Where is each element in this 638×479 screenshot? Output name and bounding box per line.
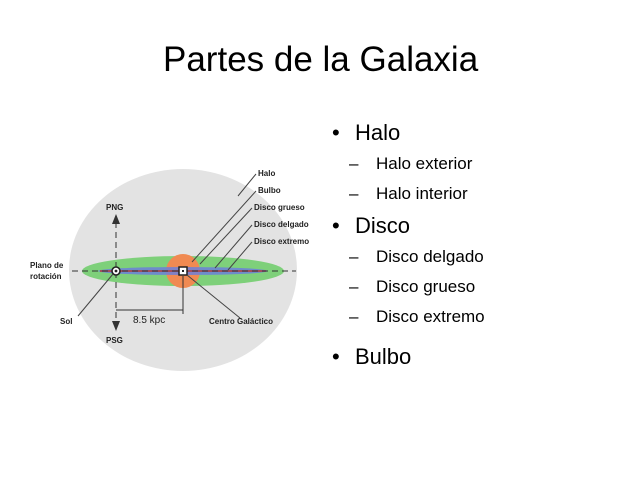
leader-halo (237, 173, 257, 197)
label-psg: PSG (106, 336, 123, 345)
bullet-list: Halo Halo exterior Halo interior Disco D… (332, 116, 485, 373)
leader-sol (77, 273, 114, 317)
leader-disco-extremo (227, 241, 253, 271)
label-plano-2: rotación (30, 272, 62, 281)
label-png: PNG (106, 203, 123, 212)
label-distance: 8.5 kpc (133, 315, 165, 326)
leader-bulbo (191, 190, 257, 263)
label-centro: Centro Galáctico (209, 317, 273, 326)
bullet-spacer (332, 332, 485, 340)
label-bulbo: Bulbo (258, 186, 281, 195)
leader-disco-grueso (199, 207, 253, 265)
bullet-disco: Disco (332, 209, 485, 242)
leader-centro (186, 274, 241, 319)
bullet-disco-extremo: Disco extremo (332, 302, 485, 332)
label-halo: Halo (258, 169, 275, 178)
label-disco-delgado: Disco delgado (254, 220, 309, 229)
bullet-halo-exterior: Halo exterior (332, 149, 485, 179)
bullet-disco-grueso: Disco grueso (332, 272, 485, 302)
bullet-halo-interior: Halo interior (332, 179, 485, 209)
label-sol: Sol (60, 317, 72, 326)
bullet-halo: Halo (332, 116, 485, 149)
png-arrow (112, 214, 120, 224)
leader-disco-delgado (214, 224, 253, 269)
bullet-disco-delgado: Disco delgado (332, 242, 485, 272)
sun-marker-dot (114, 269, 118, 273)
label-disco-grueso: Disco grueso (254, 203, 305, 212)
psg-arrow (112, 321, 120, 331)
bullet-bulbo: Bulbo (332, 340, 485, 373)
label-disco-extremo: Disco extremo (254, 237, 309, 246)
galactic-center-dot (182, 270, 184, 272)
label-plano-1: Plano de (30, 261, 64, 270)
slide-title: Partes de la Galaxia (163, 40, 479, 79)
